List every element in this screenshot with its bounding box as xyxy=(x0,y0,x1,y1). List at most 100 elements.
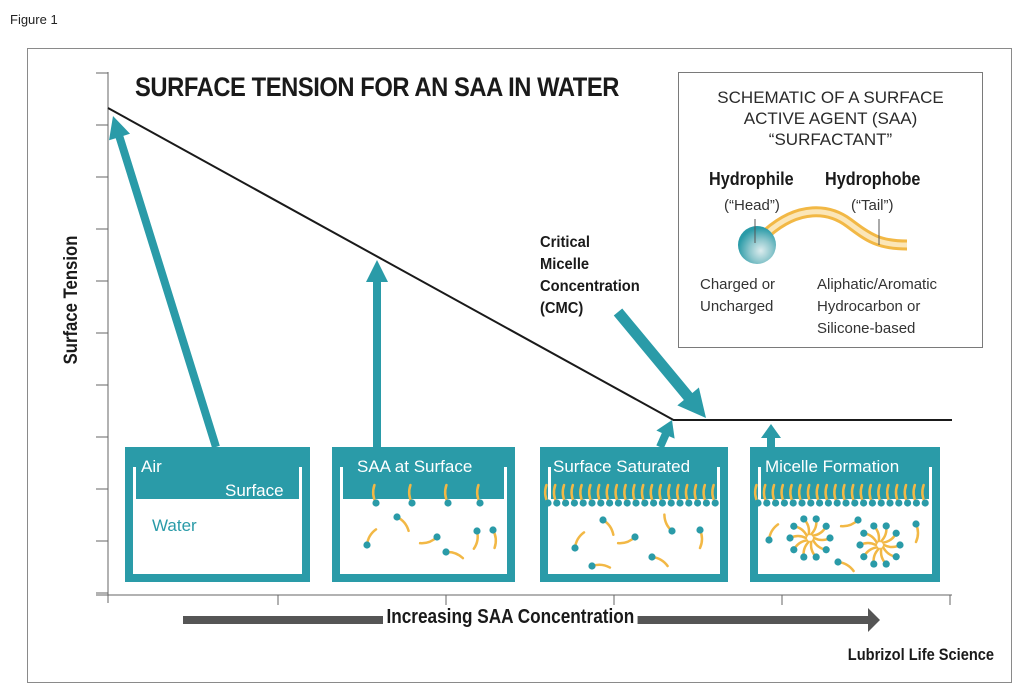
surface-surfactant-head xyxy=(476,499,484,507)
cmc-label: Critical Micelle Concentration (CMC) xyxy=(540,232,640,320)
box-notch xyxy=(758,467,761,499)
head-description: Charged or Uncharged xyxy=(700,274,775,318)
packed-surfactant-head xyxy=(763,499,771,507)
free-surfactant-head xyxy=(912,520,920,528)
stage-1-label-water: Water xyxy=(152,516,197,535)
free-surfactant-head xyxy=(854,516,862,524)
surface-surfactant-head xyxy=(408,499,416,507)
packed-surfactant-head xyxy=(562,499,570,507)
packed-surfactant-head xyxy=(702,499,711,507)
micelle-surfactant-head xyxy=(870,522,878,530)
arrow-stage-2 xyxy=(366,260,388,447)
packed-surfactant-head xyxy=(886,499,894,507)
packed-surfactant-head xyxy=(544,499,552,507)
packed-surfactant-head xyxy=(912,499,921,507)
packed-surfactant-head xyxy=(877,499,885,507)
packed-surfactant-head xyxy=(860,499,868,507)
micelle-surfactant-head xyxy=(790,522,798,530)
micelle-surfactant-head xyxy=(882,560,890,568)
free-surfactant-head xyxy=(433,533,441,541)
micelle-surfactant-head xyxy=(812,515,820,523)
cmc-line: (CMC) xyxy=(540,300,584,317)
free-surfactant-head xyxy=(363,541,371,549)
arrow-stage-3-shape xyxy=(656,419,675,449)
figure-frame xyxy=(27,48,1012,683)
stage-3-label: Surface Saturated xyxy=(553,457,691,476)
stage-box-2 xyxy=(332,447,515,582)
molecules xyxy=(363,483,929,573)
cmc-arrow xyxy=(613,308,706,418)
x-axis-label: Increasing SAA Concentration xyxy=(383,606,638,629)
arrow-stage-1 xyxy=(109,115,220,449)
free-surfactant-head xyxy=(696,526,704,534)
stage-1-label-air: Air xyxy=(141,457,162,476)
micelle-surfactant-head xyxy=(882,522,890,530)
micelle-surfactant-head xyxy=(790,546,798,554)
packed-surfactant-head xyxy=(667,499,675,507)
micelle-surfactant-head xyxy=(822,546,830,554)
box-notch xyxy=(340,467,343,499)
micelle-surfactant-head xyxy=(860,553,868,561)
surface-surfactant-head xyxy=(372,499,380,507)
packed-surfactant-head xyxy=(658,499,667,507)
micelle-surfactant-head xyxy=(786,534,794,542)
packed-surfactant-head xyxy=(570,499,579,507)
micelle-surfactant-head xyxy=(860,529,868,537)
arrow-stage-1-shape xyxy=(109,115,220,449)
free-surfactant-head xyxy=(393,513,401,521)
head-icon xyxy=(738,226,776,264)
free-surfactant-head xyxy=(631,533,639,541)
packed-surfactant-head xyxy=(676,499,684,507)
free-surfactant-head xyxy=(765,536,773,544)
desc-line: Uncharged xyxy=(700,298,774,315)
packed-surfactant-head xyxy=(833,499,841,507)
hydrophile-label: Hydrophile xyxy=(709,169,794,189)
packed-surfactant-head xyxy=(553,499,561,507)
micelle-surfactant-head xyxy=(822,522,830,530)
head-sublabel: (“Head”) xyxy=(724,197,780,214)
micelle-surfactant-head xyxy=(896,541,904,549)
water-area xyxy=(340,499,507,574)
packed-surfactant-head xyxy=(868,499,877,507)
micelle-surfactant-head xyxy=(812,553,820,561)
packed-surfactant-head xyxy=(650,499,658,507)
packed-surfactant-head xyxy=(798,499,806,507)
desc-line: Silicone-based xyxy=(817,320,916,337)
surfactant-molecule-illustration xyxy=(738,206,908,264)
packed-surfactant-head xyxy=(597,499,605,507)
micelle-surfactant-head xyxy=(800,515,808,523)
stage-box-1 xyxy=(125,447,310,582)
box-notch xyxy=(929,467,932,499)
packed-surfactant-head xyxy=(623,499,631,507)
stage-box-3 xyxy=(540,447,728,582)
packed-surfactant-head xyxy=(641,499,649,507)
packed-surfactant-head xyxy=(780,499,789,507)
free-surfactant-head xyxy=(588,562,596,570)
free-surfactant-head xyxy=(648,553,656,561)
cmc-line: Critical xyxy=(540,234,590,251)
y-axis-label: Surface Tension xyxy=(61,235,82,365)
packed-surfactant-head xyxy=(772,499,780,507)
arrow-stage-4 xyxy=(761,424,781,447)
packed-surfactant-head xyxy=(851,499,859,507)
free-surfactant-head xyxy=(599,516,607,524)
box-notch xyxy=(717,467,720,499)
schematic-title-line: SCHEMATIC OF A SURFACE xyxy=(717,88,944,107)
desc-line: Aliphatic/Aromatic xyxy=(817,276,938,293)
arrows xyxy=(109,115,781,449)
free-surfactant-head xyxy=(668,527,676,535)
cmc-line: Concentration xyxy=(540,278,640,295)
credit-label: Lubrizol Life Science xyxy=(847,645,994,664)
packed-surfactant-head xyxy=(807,499,815,507)
free-surfactant-head xyxy=(473,527,481,535)
packed-surfactant-head xyxy=(816,499,824,507)
schematic-title-line: ACTIVE AGENT (SAA) xyxy=(743,109,918,128)
box-notch xyxy=(133,467,136,499)
micelle-surfactant-head xyxy=(870,560,878,568)
packed-surfactant-head xyxy=(921,499,929,507)
figure-label: Figure 1 xyxy=(10,12,58,27)
arrow-stage-3 xyxy=(656,419,675,449)
packed-surfactant-head xyxy=(685,499,693,507)
cmc-arrow-shape xyxy=(613,308,706,418)
free-surfactant-head xyxy=(571,544,579,552)
